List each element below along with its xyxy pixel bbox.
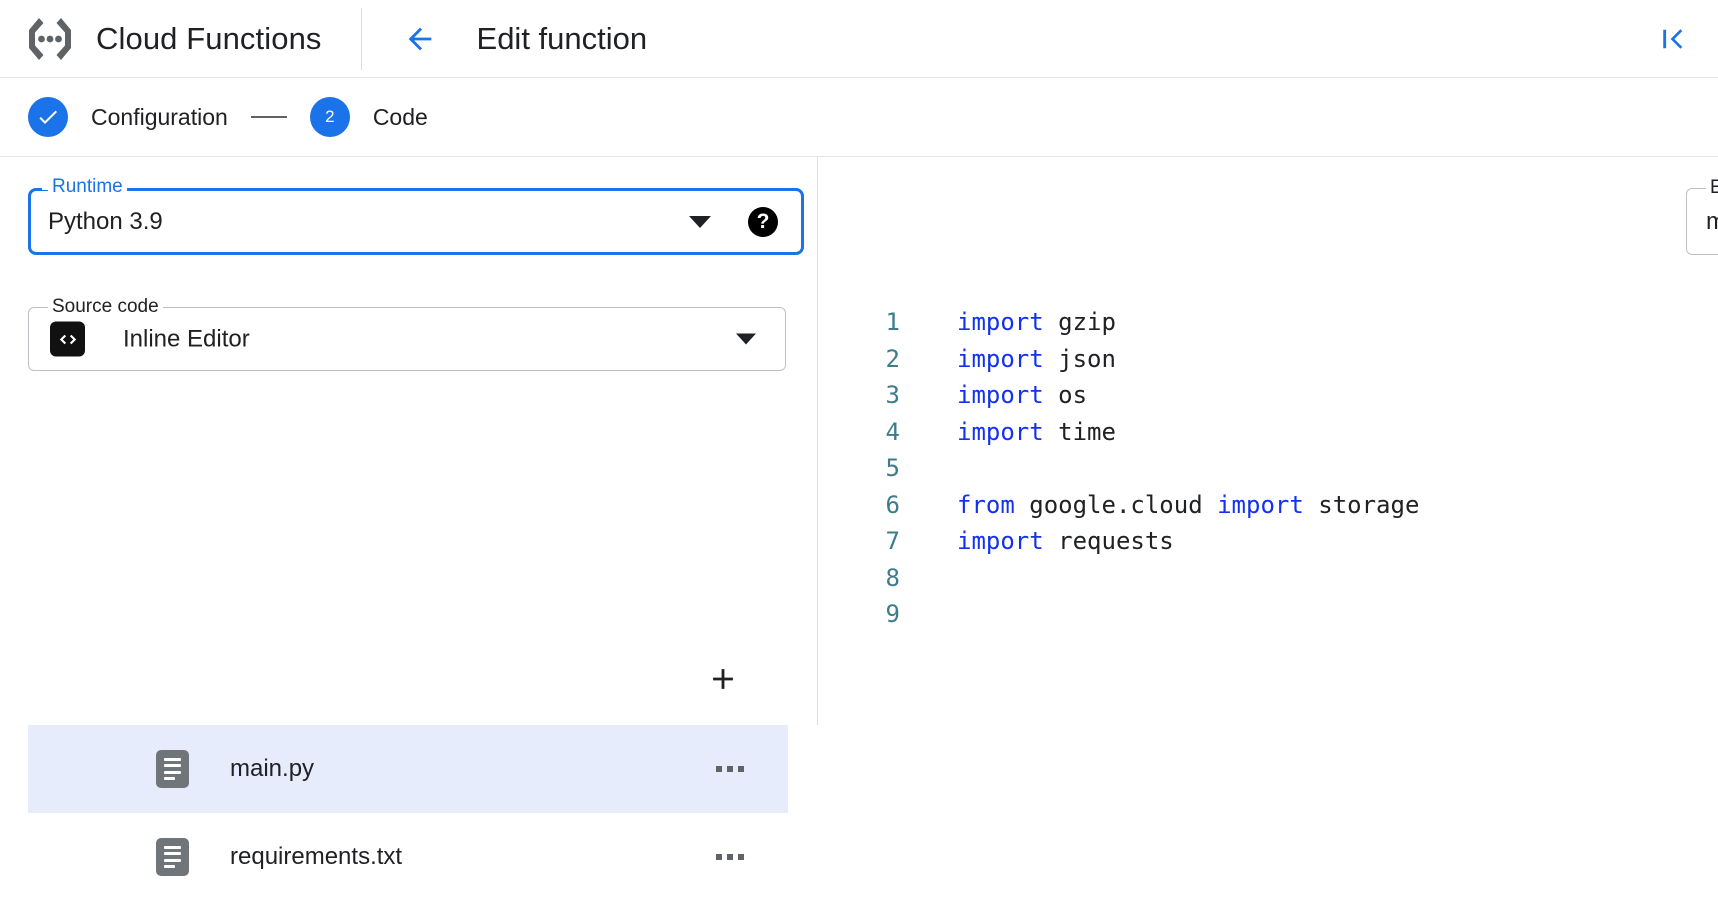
file-icon [156,750,189,788]
code-line: 2 import json [818,341,1718,378]
chevron-down-icon[interactable] [736,333,756,345]
wizard-stepper: Configuration 2 Code [0,78,1718,157]
code-line-number: 5 [885,454,900,482]
runtime-help-icon[interactable]: ? [748,206,778,237]
code-token: time [1043,417,1116,446]
back-arrow-icon[interactable] [400,19,440,59]
step-marker-number: 2 [309,97,350,137]
code-line-number: 8 [885,563,900,592]
code-line: 1 import gzip [818,304,1718,341]
code-line-number: 4 [885,417,900,446]
code-token: requests [1043,527,1174,555]
code-line-number: 7 [885,527,900,555]
code-brackets-icon [50,321,85,357]
code-line: 7 import requests [818,523,1718,560]
code-line-text: import requests [957,523,1174,560]
code-line: 3 import os [818,377,1718,414]
overflow-menu-icon[interactable] [708,758,752,780]
code-keyword: import [957,527,1044,555]
overflow-menu-icon[interactable] [708,846,752,868]
cloud-functions-logo-icon [24,13,76,65]
stepper-connector [250,116,287,118]
source-code-select[interactable]: Source code Inline Editor [28,295,786,371]
left-pane: Runtime Python 3.9 ? Source code Inline [0,157,818,876]
source-code-value-row: Inline Editor [50,321,250,357]
code-keyword: import [957,344,1044,373]
code-keyword: import [957,308,1044,336]
file-list-item-main-py[interactable]: main.py [28,725,788,813]
code-line-number: 1 [885,308,900,336]
entry-point-label: Entry point [1706,176,1718,200]
code-token: gzip [1043,308,1116,336]
stepper-label-configuration: Configuration [91,103,228,130]
top-app-bar: Cloud Functions Edit function [0,0,1718,78]
content-area: Runtime Python 3.9 ? Source code Inline [0,157,1718,876]
file-list: main.py requirements.txt [28,725,788,901]
code-line-number: 9 [885,600,900,628]
code-line-text: from google.cloud import storage [957,487,1419,524]
runtime-select[interactable]: Runtime Python 3.9 ? [28,175,804,255]
chevron-down-icon[interactable] [689,215,711,228]
code-token: json [1043,344,1116,373]
stepper-step-configuration[interactable]: Configuration [28,97,228,137]
code-keyword: import [957,417,1044,446]
page-title: Edit function [476,20,648,56]
code-line: 8 [818,560,1718,597]
code-line: 5 [818,450,1718,487]
inline-code-editor[interactable]: 1 import gzip 2 import json 3 import os 4 impor… [818,304,1718,725]
code-line-number: 6 [885,490,900,519]
product-title: Cloud Functions [96,20,322,56]
stepper-label-code: Code [372,103,428,130]
source-code-value: Inline Editor [123,325,250,352]
file-list-item-requirements-txt[interactable]: requirements.txt [28,813,788,901]
code-token: storage [1303,490,1420,519]
code-keyword: import [1217,490,1304,519]
plus-icon [713,669,733,689]
code-line-number: 3 [885,381,900,409]
code-line: 4 import time [818,414,1718,451]
runtime-value: Python 3.9 [48,207,163,235]
cloud-functions-edit-page: Cloud Functions Edit function Configurat… [0,0,1718,876]
file-name: main.py [230,755,315,782]
add-file-button[interactable] [701,657,745,701]
step-marker-completed [28,97,68,137]
code-line-number: 2 [885,344,900,373]
code-token: google.cloud [1014,490,1218,519]
code-line-text: import json [957,341,1116,378]
collapse-panel-icon[interactable] [1652,17,1696,61]
code-line-text: import os [957,377,1087,414]
code-line: 6 from google.cloud import storage [818,487,1718,524]
runtime-label: Runtime [48,175,127,199]
stepper-step-code[interactable]: 2 Code [309,97,428,137]
code-token: os [1043,381,1088,409]
entry-point-value: main [1706,207,1718,235]
code-line: 9 [818,596,1718,633]
file-icon [156,838,189,876]
check-icon [39,110,57,124]
file-name: requirements.txt [230,843,403,870]
source-code-label: Source code [48,295,163,319]
entry-point-input[interactable]: Entry point main ? [1686,176,1718,255]
topbar-divider [360,7,362,70]
code-line-text: import gzip [957,304,1116,341]
code-keyword: from [957,490,1015,519]
right-pane: Entry point main ? 1 import gzip 2 import j… [818,157,1718,725]
code-keyword: import [957,381,1044,409]
code-line-text: import time [957,414,1116,451]
